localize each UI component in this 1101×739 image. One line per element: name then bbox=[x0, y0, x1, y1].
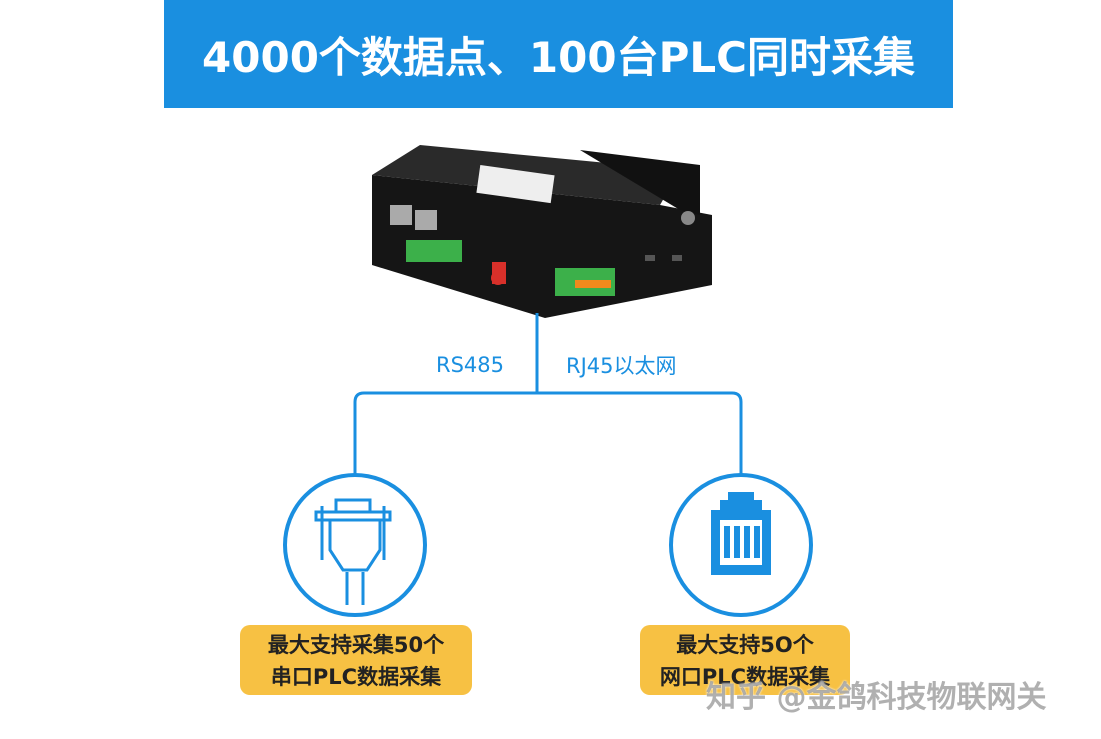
card-line-1: 最大支持采集50个 bbox=[267, 633, 445, 657]
ethernet-icon-circle bbox=[669, 473, 813, 617]
ethernet-plc-card: 最大支持5O个 网口PLC数据采集 bbox=[640, 625, 850, 695]
branch-line bbox=[353, 391, 743, 475]
card-line-1: 最大支持5O个 bbox=[676, 633, 814, 657]
rj45-label: RJ45以太网 bbox=[566, 354, 677, 378]
card-line-2: 串口PLC数据采集 bbox=[270, 665, 442, 689]
title-banner: 4000个数据点、100台PLC同时采集 bbox=[164, 0, 953, 108]
serial-plc-card: 最大支持采集50个 串口PLC数据采集 bbox=[240, 625, 472, 695]
card-line-2: 网口PLC数据采集 bbox=[659, 665, 831, 689]
rs485-label: RS485 bbox=[436, 353, 505, 377]
rj45-ethernet-port-icon bbox=[711, 492, 771, 575]
page-title: 4000个数据点、100台PLC同时采集 bbox=[202, 32, 915, 82]
serial-icon-circle bbox=[283, 473, 427, 617]
serial-db9-connector-icon bbox=[314, 498, 392, 605]
gateway-device-image bbox=[372, 145, 712, 318]
watermark: 知乎 @金鸽科技物联网关 bbox=[706, 680, 1047, 715]
